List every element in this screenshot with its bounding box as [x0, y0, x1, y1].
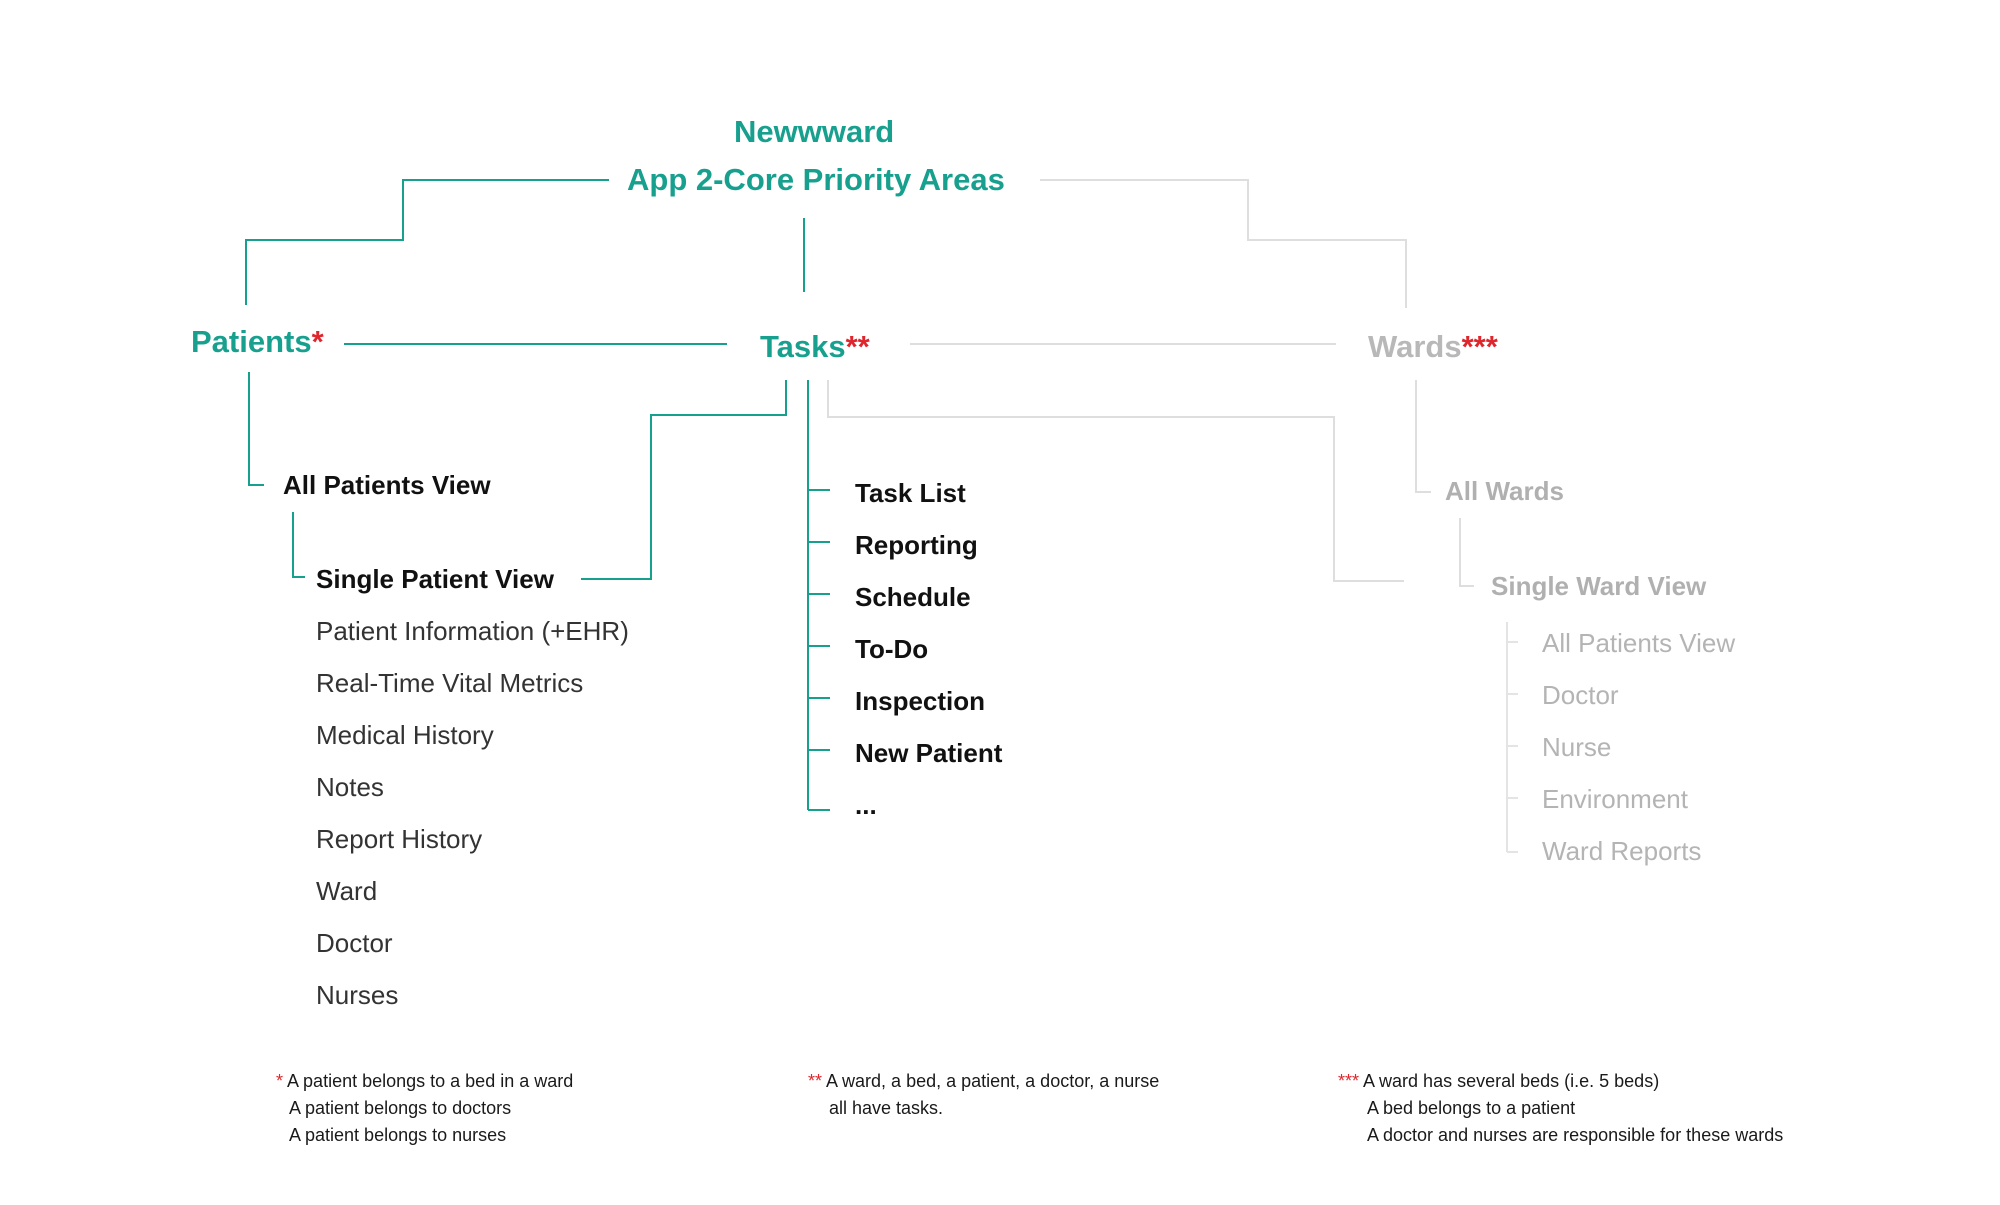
ward-detail-item: Doctor	[1542, 680, 1619, 710]
footnote-tasks-star: **	[808, 1071, 823, 1091]
patient-detail-item: Real-Time Vital Metrics	[316, 668, 584, 698]
ward-detail-item: Nurse	[1542, 732, 1612, 762]
footnote-wards-star: ***	[1338, 1071, 1360, 1091]
patient-detail-item: Ward	[316, 876, 378, 906]
footnote-line: A patient belongs to a bed in a ward	[287, 1071, 574, 1091]
task-item: ...	[855, 790, 877, 820]
patient-detail-item: Notes	[316, 772, 384, 802]
allview-singleview-connector	[292, 512, 305, 578]
single-ward-view: Single Ward View	[1491, 571, 1707, 601]
patients-label: Patients	[191, 324, 312, 359]
tasks-star: **	[845, 329, 870, 364]
task-item: Schedule	[855, 582, 971, 612]
patient-detail-item: Doctor	[316, 928, 393, 958]
ward-detail-item: Environment	[1542, 784, 1688, 814]
patient-detail-item: Report History	[316, 824, 483, 854]
patient-detail-item: Medical History	[316, 720, 494, 750]
footnote-wards: *** A ward has several beds (i.e. 5 beds…	[1338, 1068, 1783, 1149]
patients-heading: Patients*	[191, 326, 324, 357]
task-item: Reporting	[855, 530, 978, 560]
tasks-label: Tasks	[760, 329, 846, 364]
footnote-patients: * A patient belongs to a bed in a ward A…	[276, 1068, 573, 1149]
footnote-line: A bed belongs to a patient	[1367, 1098, 1576, 1118]
patient-detail-item: Patient Information (+EHR)	[316, 616, 629, 646]
task-item: New Patient	[855, 738, 1003, 768]
wards-star: ***	[1461, 329, 1498, 364]
patients-allview-connector	[248, 372, 264, 486]
tasks-singleview-connector	[581, 380, 787, 580]
all-wards: All Wards	[1445, 476, 1564, 506]
all-patients-view: All Patients View	[283, 470, 491, 500]
footnote-patients-star: *	[276, 1071, 284, 1091]
wards-label: Wards	[1368, 329, 1462, 364]
wards-allwards-connector	[1415, 380, 1431, 493]
patient-detail-item: Nurses	[316, 980, 399, 1010]
footnote-line: A ward, a bed, a patient, a doctor, a nu…	[826, 1071, 1160, 1091]
title-line-2: App 2-Core Priority Areas	[627, 162, 1005, 197]
footnote-line: A ward has several beds (i.e. 5 beds)	[1363, 1071, 1660, 1091]
tasks-singleward-connector	[827, 380, 1404, 582]
footnote-tasks: ** A ward, a bed, a patient, a doctor, a…	[808, 1068, 1159, 1122]
title-wards-connector	[1040, 179, 1407, 308]
ward-detail-item: Ward Reports	[1542, 836, 1702, 866]
footnote-line: all have tasks.	[829, 1098, 944, 1118]
footnote-line: A patient belongs to nurses	[289, 1125, 507, 1145]
tasks-heading: Tasks**	[760, 331, 870, 362]
footnote-line: A patient belongs to doctors	[289, 1098, 512, 1118]
ward-detail-item: All Patients View	[1542, 628, 1736, 658]
single-patient-view: Single Patient View	[316, 564, 554, 594]
task-item: Task List	[855, 478, 966, 508]
task-item: Inspection	[855, 686, 986, 716]
title-line-1: Newwward	[734, 114, 895, 149]
patients-star: *	[311, 324, 324, 359]
task-item: To-Do	[855, 634, 929, 664]
footnote-line: A doctor and nurses are responsible for …	[1367, 1125, 1784, 1145]
allwards-singleward-connector	[1459, 518, 1474, 587]
title-patients-connector	[245, 179, 609, 305]
wards-heading: Wards***	[1368, 331, 1498, 362]
